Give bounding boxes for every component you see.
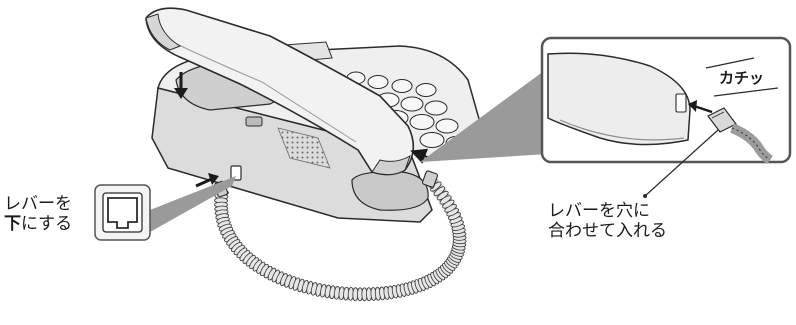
insert-plug-line2: 合わせて入れる (548, 221, 667, 241)
lever-down-label: レバーを 下にする (4, 194, 72, 235)
modular-jack-icon (95, 185, 150, 240)
lever-down-line2: 下にする (4, 214, 72, 234)
zoom-inset (542, 38, 790, 162)
click-sound-label: カチッ (719, 69, 764, 87)
lever-down-emphasis: 下 (4, 214, 21, 234)
leader-dot (643, 194, 647, 198)
hook-switch (246, 117, 262, 126)
insert-plug-line1: レバーを穴に (548, 201, 667, 221)
lever-down-rest: にする (21, 214, 72, 234)
handset-jack-socket (676, 94, 686, 112)
lever-down-line1: レバーを (4, 194, 72, 214)
insert-plug-label: レバーを穴に 合わせて入れる (548, 201, 667, 242)
